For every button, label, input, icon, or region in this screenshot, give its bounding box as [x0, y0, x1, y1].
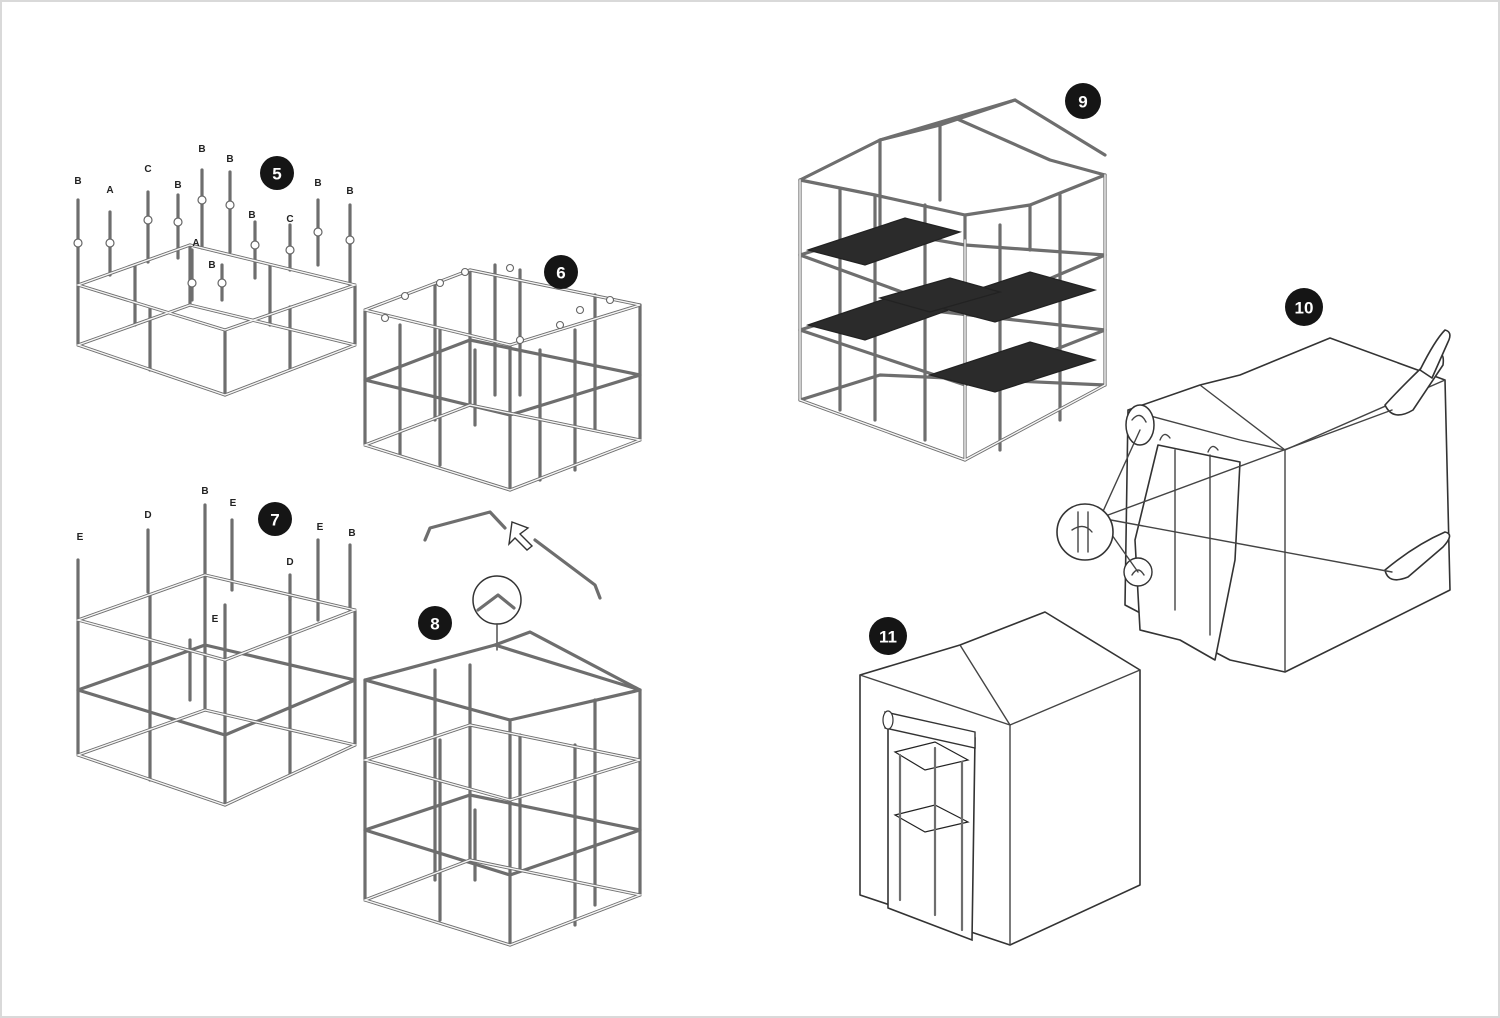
- step5-label-8: C: [286, 214, 293, 225]
- step5-label-11: A: [192, 238, 199, 249]
- step-badge-11: 11: [869, 617, 907, 655]
- step5-label-6: B: [226, 154, 233, 165]
- step8-illustration: [362, 510, 643, 947]
- step7-label-6: D: [286, 557, 293, 568]
- step5-label-12: B: [208, 260, 215, 271]
- step7-label-1: E: [77, 532, 84, 543]
- step-number-11: 11: [879, 628, 897, 647]
- step-number-9: 9: [1078, 93, 1087, 112]
- step-number-6: 6: [556, 264, 565, 283]
- step7-label-7: B: [348, 528, 355, 539]
- step-number-5: 5: [272, 165, 281, 184]
- step-number-10: 10: [1295, 299, 1314, 318]
- step5-label-4: B: [174, 180, 181, 191]
- step7-label-2: D: [144, 510, 151, 521]
- step-badge-5: 5: [260, 156, 294, 190]
- step-badge-8: 8: [418, 606, 452, 640]
- step7-label-8: E: [317, 522, 324, 533]
- step7-illustration: E D B E E D B E: [75, 486, 358, 807]
- step7-label-3: B: [201, 486, 208, 497]
- step6-illustration: [362, 263, 643, 492]
- step-badge-7: 7: [258, 502, 292, 536]
- step10-illustration: [1056, 329, 1451, 673]
- detail-magnifier: [1056, 503, 1114, 561]
- step5-label-9: B: [314, 178, 321, 189]
- detail-magnifier: [472, 575, 522, 625]
- step-badge-10: 10: [1285, 288, 1323, 326]
- step5-label-3: C: [144, 164, 151, 175]
- step7-label-4: E: [230, 498, 237, 509]
- step5-label-2: A: [106, 185, 113, 196]
- step5-label-5: B: [198, 144, 205, 155]
- step5-label-1: B: [74, 176, 81, 187]
- step11-illustration: [859, 611, 1141, 946]
- step-number-7: 7: [270, 511, 279, 530]
- step7-label-5: E: [212, 614, 219, 625]
- shelf-grid: [805, 217, 1098, 393]
- step9-illustration: [798, 98, 1107, 462]
- step5-label-7: B: [248, 210, 255, 221]
- step-badge-9: 9: [1065, 83, 1101, 119]
- step-badge-6: 6: [544, 255, 578, 289]
- step5-illustration: B A C B B B B C B B A B: [73, 144, 358, 397]
- step-number-8: 8: [430, 615, 439, 634]
- arrow-icon: [508, 521, 534, 551]
- step5-label-10: B: [346, 186, 353, 197]
